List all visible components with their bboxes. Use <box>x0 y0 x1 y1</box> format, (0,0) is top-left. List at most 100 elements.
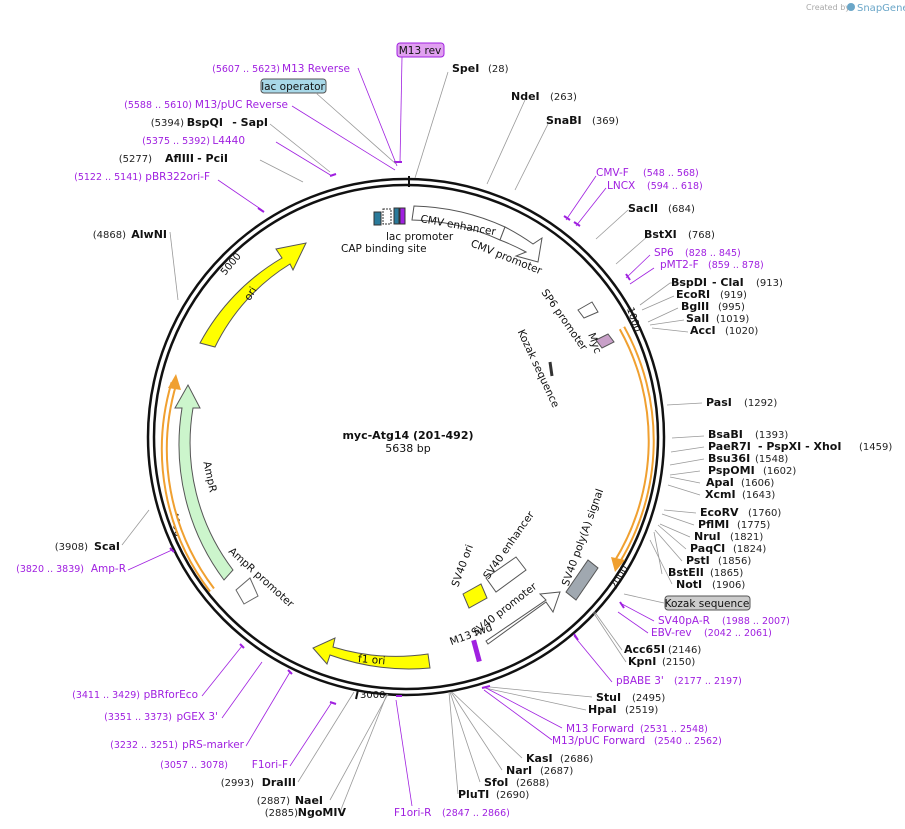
m13-rev-box <box>396 42 445 58</box>
enzyme-name: BspDI <box>671 276 707 289</box>
ampr-promoter-arrow <box>235 577 259 605</box>
enzyme-name: SfoI <box>484 776 508 789</box>
enzyme-name: PluTI <box>458 788 489 801</box>
enzyme-name: SalI <box>686 312 709 325</box>
kozak-box-label: Kozak sequence <box>665 598 750 610</box>
cap-binding-site-label: CAP binding site <box>341 243 427 255</box>
enzyme-position: (2150) <box>662 657 695 668</box>
enzyme-position: (2993) <box>221 778 254 789</box>
primer-name: pBABE 3' <box>616 675 664 687</box>
enzyme-position: (1760) <box>748 508 781 519</box>
enzyme-name: SacII <box>628 202 658 215</box>
lac-operator-feature <box>393 207 400 225</box>
enzyme-position: (1821) <box>730 532 763 543</box>
created-by-label: Created by <box>806 3 850 12</box>
ampr-arrowhead-icon <box>168 374 181 390</box>
lac-operator-connector <box>315 92 397 165</box>
enzyme-name: StuI <box>596 691 621 704</box>
backbone-inner <box>152 183 660 691</box>
ori-feature <box>199 242 307 348</box>
primer-name: pBRforEco <box>144 689 198 701</box>
primer-name: M13/pUC Forward <box>552 735 645 747</box>
enzyme-position: (4868) <box>93 230 126 241</box>
lac-operator-box <box>260 78 327 94</box>
enzyme-position: (913) <box>756 278 783 289</box>
enzyme-name: EcoRI <box>676 288 710 301</box>
enzyme-position: (684) <box>668 204 695 215</box>
enzyme-position: (1775) <box>737 520 770 531</box>
primer-range: (2531 .. 2548) <box>640 724 708 735</box>
enzyme-position: (1548) <box>755 454 788 465</box>
enzyme-connectors <box>121 71 705 813</box>
enzyme-position: (369) <box>592 116 619 127</box>
enzyme-name: NaeI <box>295 794 323 807</box>
primer-name: SV40pA-R <box>658 615 710 627</box>
enzyme-name: BstXI <box>644 228 677 241</box>
enzyme-name: PaeR7I <box>708 440 751 453</box>
enzyme-name: NdeI <box>511 90 540 103</box>
insert-arrowhead-icon <box>611 557 625 572</box>
enzyme-position: (2495) <box>632 693 665 704</box>
lac-promoter-label: lac promoter <box>386 231 454 243</box>
enzyme-position: (2887) <box>257 796 290 807</box>
primer-name: EBV-rev <box>651 627 692 639</box>
tick-marks <box>355 176 410 700</box>
primer-range: (3351 .. 3373) <box>104 712 172 723</box>
enzyme-name: KasI <box>526 752 553 765</box>
enzyme-position: (2690) <box>496 790 529 801</box>
enzyme-position: (28) <box>488 64 509 75</box>
enzyme-name: NruI <box>694 530 721 543</box>
enzyme-name: SnaBI <box>546 114 582 127</box>
enzyme-name: AccI <box>690 324 716 337</box>
primer-range: (5588 .. 5610) <box>124 100 192 111</box>
kozak-label: Kozak sequence <box>515 328 562 410</box>
backbone-outer <box>146 177 666 697</box>
enzyme-position: (3908) <box>55 542 88 553</box>
enzyme-alias: - PspXI - XhoI <box>758 440 841 453</box>
enzyme-name: HpaI <box>588 703 617 716</box>
enzyme-name: PflMI <box>698 518 729 531</box>
primer-range: (548 .. 568) <box>643 168 699 179</box>
enzyme-alias: - PciI <box>197 152 228 165</box>
enzyme-position: (2885) <box>265 808 298 819</box>
ampr-arc-inner <box>162 382 214 591</box>
enzyme-position: (995) <box>718 302 745 313</box>
enzyme-name: AlwNI <box>131 228 167 241</box>
f1-ori-feature <box>312 637 431 670</box>
enzyme-position: (1602) <box>763 466 796 477</box>
enzyme-position: (2146) <box>668 645 701 656</box>
enzyme-position: (1606) <box>741 478 774 489</box>
primer-range: (3411 .. 3429) <box>72 690 140 701</box>
enzyme-position: (1906) <box>712 580 745 591</box>
primer-range: (3057 .. 3078) <box>160 760 228 771</box>
primer-range: (2177 .. 2197) <box>674 676 742 687</box>
primer-range: (5375 .. 5392) <box>142 136 210 147</box>
cap-binding-site-feature <box>373 211 382 226</box>
tick-2000: 2000 <box>609 564 631 592</box>
primer-range: (2847 .. 2866) <box>442 808 510 819</box>
enzyme-position: (5277) <box>119 154 152 165</box>
enzyme-position: (768) <box>688 230 715 241</box>
sv40-polya-feature <box>565 559 599 601</box>
primer-range: (5607 .. 5623) <box>212 64 280 75</box>
enzyme-name: BstEII <box>668 566 704 579</box>
m13-rev-box-label: M13 rev <box>399 45 442 57</box>
enzyme-position: (1643) <box>742 490 775 501</box>
lac-operator-box-label: lac operator <box>261 81 325 93</box>
enzyme-labels-left: (2887) NaeI (2885) NgoMIV (2993) DraIII … <box>55 116 347 819</box>
ampr-feature <box>174 383 234 581</box>
m13-fwd-primer-site <box>471 639 482 663</box>
primer-name: pBR322ori-F <box>145 171 210 183</box>
lac-promoter-feature <box>382 208 392 225</box>
primer-name: M13 Forward <box>566 723 634 735</box>
plasmid-length: 5638 bp <box>385 442 430 455</box>
primer-range: (5122 .. 5141) <box>74 172 142 183</box>
primer-site-marks <box>169 161 631 705</box>
enzyme-position: (919) <box>720 290 747 301</box>
primer-name: M13 Reverse <box>282 63 350 75</box>
enzyme-name: XcmI <box>705 488 736 501</box>
primer-range: (828 .. 845) <box>685 248 741 259</box>
ampr-promoter-label: AmpR promoter <box>226 545 297 610</box>
primer-range: (1988 .. 2007) <box>722 616 790 627</box>
